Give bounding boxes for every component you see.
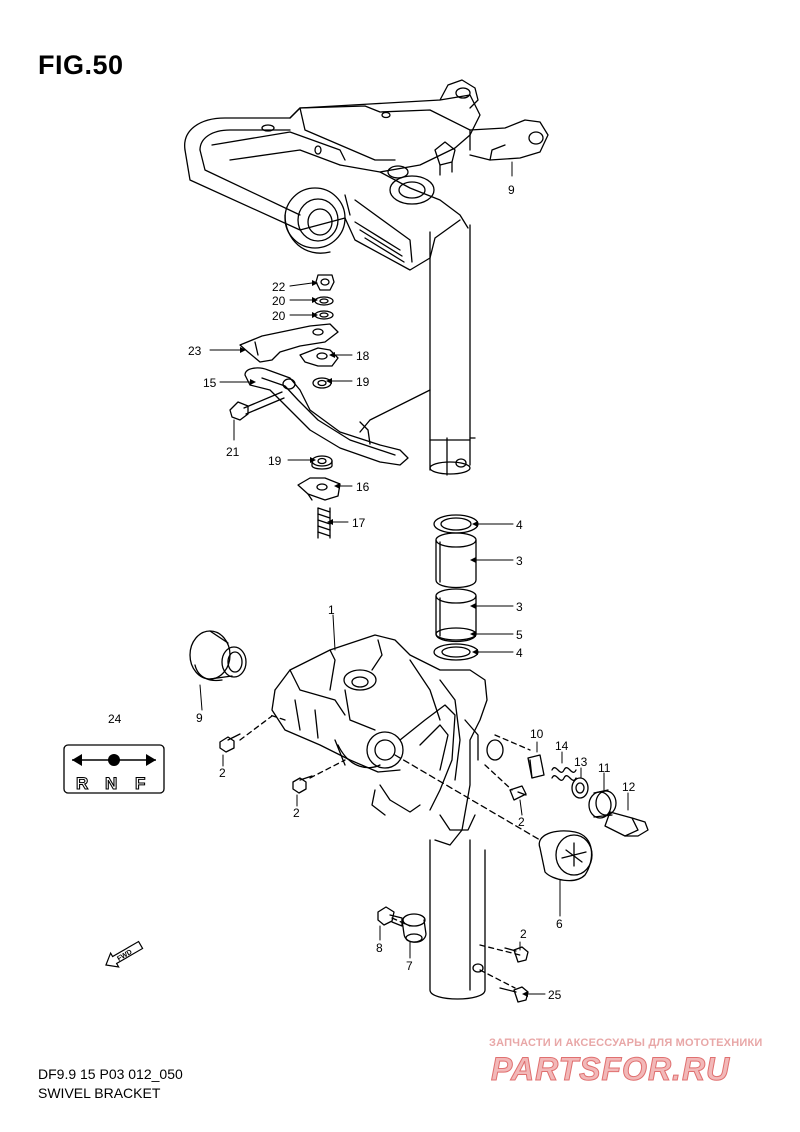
pivot-axis-dashed — [239, 714, 541, 989]
swivel-tube — [429, 839, 486, 1000]
callout-3-lower: 3 — [516, 600, 523, 614]
steering-bracket-assembly — [184, 79, 549, 271]
leader-lines — [199, 161, 629, 995]
watermark-text: ЗАПЧАСТИ И АКСЕССУАРЫ ДЛЯ МОТОТЕХНИКИ — [489, 1037, 763, 1049]
figure-name: SWIVEL BRACKET — [38, 1085, 161, 1101]
callout-20-upper: 20 — [272, 294, 286, 308]
callout-8: 8 — [376, 941, 383, 955]
callout-1: 1 — [328, 603, 335, 617]
nut-washer-stack — [229, 274, 409, 539]
callout-6: 6 — [556, 917, 563, 931]
callout-3-upper: 3 — [516, 554, 523, 568]
bolts-2 — [219, 733, 529, 1003]
callout-19-lower: 19 — [268, 454, 282, 468]
watermark-logo: PARTSFOR.RU — [491, 1051, 730, 1087]
callout-24: 24 — [108, 712, 122, 726]
callout-17: 17 — [352, 516, 366, 530]
callout-2-left: 2 — [219, 766, 226, 780]
fwd-arrow-icon: FWD — [105, 940, 144, 968]
left-bushing — [189, 630, 247, 682]
callout-25: 25 — [548, 988, 562, 1002]
callout-2-mid: 2 — [293, 806, 300, 820]
callout-2-bottom: 2 — [520, 927, 527, 941]
leader-arrowheads — [240, 280, 528, 997]
right-side-parts — [509, 754, 649, 882]
bolt-8-collar-7 — [377, 906, 427, 943]
watermark-logo-text: PARTSFOR.RU — [491, 1051, 730, 1086]
callout-22: 22 — [272, 280, 286, 294]
callout-15: 15 — [203, 376, 217, 390]
callout-19-upper: 19 — [356, 375, 370, 389]
shift-letter-r: R — [76, 774, 88, 793]
callout-14: 14 — [555, 739, 569, 753]
callout-12: 12 — [622, 780, 636, 794]
callout-21: 21 — [226, 445, 240, 459]
callout-20-lower: 20 — [272, 309, 286, 323]
callout-9-top: 9 — [508, 183, 515, 197]
callout-5: 5 — [516, 628, 523, 642]
model-code: DF9.9 15 P03 012_050 — [38, 1066, 183, 1082]
bushing-stack — [433, 514, 479, 661]
callout-23: 23 — [188, 344, 202, 358]
figure-title: FIG.50 — [38, 50, 124, 80]
callout-4-lower: 4 — [516, 646, 523, 660]
callout-18: 18 — [356, 349, 370, 363]
callout-7: 7 — [406, 959, 413, 973]
fwd-label: FWD — [116, 949, 133, 963]
callout-16: 16 — [356, 480, 370, 494]
callout-2-right: 2 — [518, 815, 525, 829]
callout-10: 10 — [530, 727, 544, 741]
swivel-bracket-body — [271, 634, 504, 846]
callout-9-left: 9 — [196, 711, 203, 725]
shift-letter-f: F — [135, 774, 145, 793]
callout-13: 13 — [574, 755, 588, 769]
callout-11: 11 — [598, 761, 611, 775]
callout-4-upper: 4 — [516, 518, 523, 532]
shift-indicator-plate: R N F — [63, 744, 165, 794]
steering-shaft — [359, 224, 476, 476]
shift-letter-n: N — [105, 774, 117, 793]
